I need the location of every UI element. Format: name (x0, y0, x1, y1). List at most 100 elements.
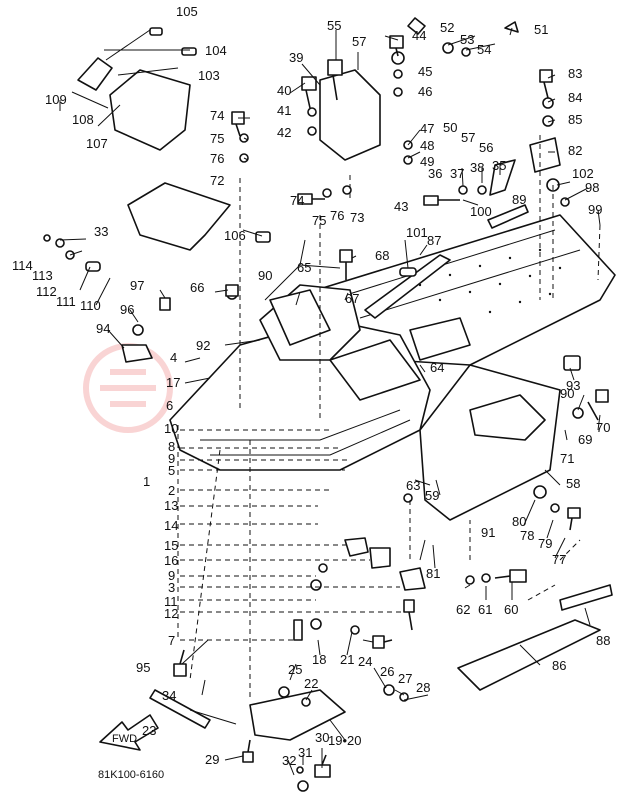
callout-66: 66 (190, 280, 204, 295)
callout-57: 57 (352, 34, 366, 49)
callout-24: 24 (358, 654, 372, 669)
callout-25: 25 (288, 662, 302, 677)
callout-83: 83 (568, 66, 582, 81)
callout-110: 110 (80, 298, 101, 313)
callout-76b: 76 (330, 208, 344, 223)
callout-9: 9 (168, 451, 175, 466)
callout-104: 104 (205, 43, 227, 58)
callout-64: 64 (430, 360, 444, 375)
frame-body: FWD (99, 214, 616, 751)
callout-65: 65 (297, 260, 311, 275)
callout-1: 1 (143, 474, 150, 489)
callout-59: 59 (425, 488, 439, 503)
callout-11: 11 (164, 594, 178, 609)
callout-39: 39 (289, 50, 303, 65)
callout-94: 94 (96, 321, 110, 336)
callout-18: 18 (312, 652, 326, 667)
callout-106: 106 (224, 228, 246, 243)
callout-90b: 90 (560, 386, 574, 401)
callout-23: 23 (142, 723, 156, 738)
callout-52: 52 (440, 20, 454, 35)
callout-14: 14 (164, 518, 178, 533)
callout-95: 95 (136, 660, 150, 675)
callout-101: 101 (406, 225, 428, 240)
callout-5: 5 (168, 463, 175, 478)
callout-47: 47 (420, 121, 434, 136)
callout-98: 98 (585, 180, 599, 195)
callout-84: 84 (568, 90, 582, 105)
callout-4: 4 (170, 350, 177, 365)
callout-67: 67 (345, 291, 359, 306)
callout-54: 54 (477, 42, 491, 57)
callout-79: 79 (538, 536, 552, 551)
drawing-code: 81K100-6160 (98, 769, 164, 781)
callout-42: 42 (277, 125, 291, 140)
callout-26: 26 (380, 664, 394, 679)
callout-62: 62 (456, 602, 470, 617)
callout-97: 97 (130, 278, 144, 293)
callout-21: 21 (340, 652, 354, 667)
callout-75: 75 (210, 131, 224, 146)
callout-92: 92 (196, 338, 210, 353)
callout-69: 69 (578, 432, 592, 447)
callout-74: 74 (210, 108, 224, 123)
callout-100: 100 (470, 204, 492, 219)
callout-45: 45 (418, 64, 432, 79)
callout-76: 76 (210, 151, 224, 166)
callout-105: 105 (176, 4, 198, 19)
callout-labels: 105 104 103 109 108 107 55 57 44 52 53 5… (12, 4, 610, 768)
callout-15: 15 (164, 538, 178, 553)
callout-61: 61 (478, 602, 492, 617)
callout-68: 68 (375, 248, 389, 263)
callout-107: 107 (86, 136, 108, 151)
callout-34: 34 (162, 688, 176, 703)
callout-60: 60 (504, 602, 518, 617)
callout-6: 6 (166, 398, 173, 413)
callout-40: 40 (277, 83, 291, 98)
svg-text:FWD: FWD (112, 733, 137, 745)
callout-9b: 9 (168, 568, 175, 583)
callout-85: 85 (568, 112, 582, 127)
callout-13: 13 (164, 498, 178, 513)
callout-48: 48 (420, 138, 434, 153)
callout-38: 38 (470, 160, 484, 175)
callout-27: 27 (398, 671, 412, 686)
callout-12: 12 (164, 606, 178, 621)
callout-43: 43 (394, 199, 408, 214)
callout-31: 31 (298, 745, 312, 760)
callout-22: 22 (304, 676, 318, 691)
callout-78: 78 (520, 528, 534, 543)
callout-109: 109 (45, 92, 67, 107)
callout-2: 2 (168, 483, 175, 498)
callout-73: 73 (350, 210, 364, 225)
callout-19-20: 19•20 (328, 733, 361, 748)
callout-8: 8 (168, 439, 175, 454)
callout-17: 17 (166, 375, 180, 390)
callout-53: 53 (460, 32, 474, 47)
callout-75b: 75 (312, 213, 326, 228)
callout-29: 29 (205, 752, 219, 767)
callout-50: 50 (443, 120, 457, 135)
callout-33: 33 (94, 224, 108, 239)
callout-99: 99 (588, 202, 602, 217)
callout-111: 111 (56, 294, 76, 309)
callout-36: 36 (428, 166, 442, 181)
callout-89: 89 (512, 192, 526, 207)
callout-30: 30 (315, 730, 329, 745)
callout-82: 82 (568, 143, 582, 158)
callout-71: 71 (560, 451, 574, 466)
callout-113: 113 (32, 268, 53, 283)
callout-103: 103 (198, 68, 220, 83)
callout-49: 49 (420, 154, 434, 169)
callout-96: 96 (120, 302, 134, 317)
callout-70: 70 (596, 420, 610, 435)
callout-55: 55 (327, 18, 341, 33)
callout-7: 7 (168, 633, 175, 648)
callout-112: 112 (36, 284, 57, 299)
callout-86: 86 (552, 658, 566, 673)
callout-58: 58 (566, 476, 580, 491)
callout-91: 91 (481, 525, 495, 540)
callout-93: 93 (566, 378, 580, 393)
fwd-arrow: FWD (99, 714, 159, 751)
